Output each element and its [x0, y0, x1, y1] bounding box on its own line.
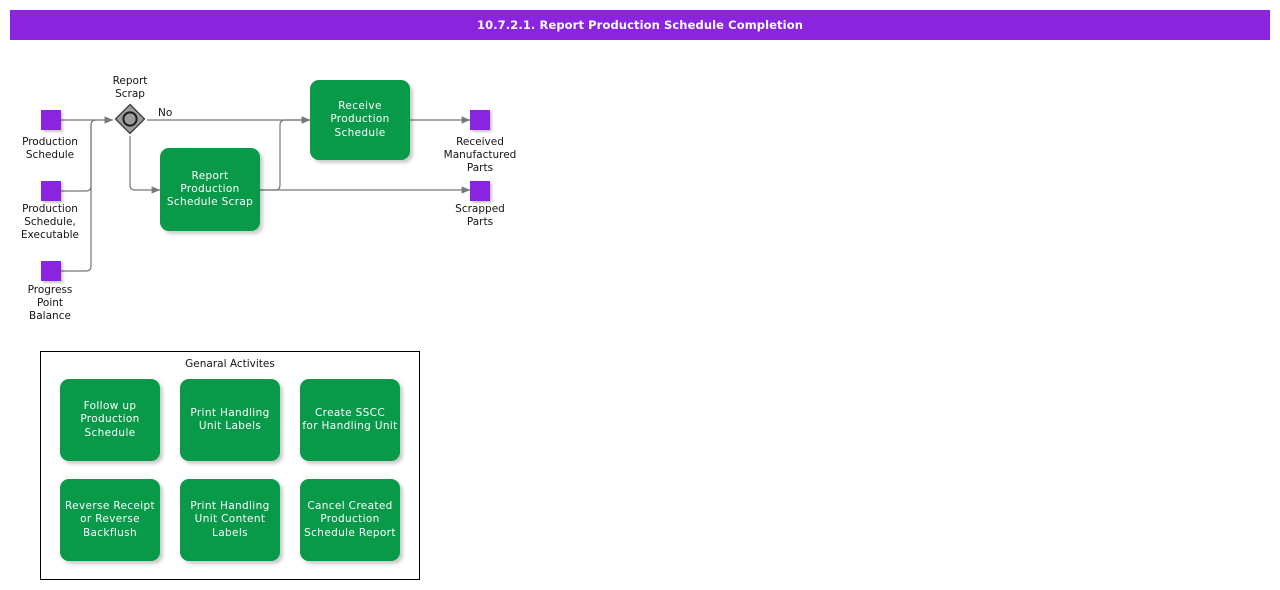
activity-reverse-receipt-or-reverse-backflush[interactable]: Reverse Receipt or Reverse Backflush	[60, 479, 160, 561]
activity-create-sscc-for-handling-unit[interactable]: Create SSCC for Handling Unit	[300, 379, 400, 461]
flow-gateway-to-report-scrap	[129, 136, 161, 194]
task-report-production-schedule-scrap[interactable]: Report Production Schedule Scrap	[160, 148, 260, 231]
data-object-production-schedule-executable[interactable]	[41, 181, 61, 201]
activity-print-handling-unit-content-labels[interactable]: Print Handling Unit Content Labels	[180, 479, 280, 561]
label-report-scrap-gateway: Report Scrap	[112, 75, 148, 101]
report-scrap-gateway[interactable]	[113, 102, 147, 136]
flow-report-scrap-to-receive	[260, 116, 311, 191]
data-object-received-manufactured-parts[interactable]	[470, 110, 490, 130]
label-scrapped-parts: Scrapped Parts	[455, 203, 505, 229]
data-object-progress-point-balance[interactable]	[41, 261, 61, 281]
label-production-schedule-executable: Production Schedule, Executable	[20, 203, 79, 242]
label-progress-point-balance: Progress Point Balance	[27, 284, 73, 323]
data-object-production-schedule[interactable]	[41, 110, 61, 130]
activity-print-handling-unit-labels[interactable]: Print Handling Unit Labels	[180, 379, 280, 461]
gateway-diamond-icon	[114, 103, 146, 135]
data-object-scrapped-parts[interactable]	[470, 181, 490, 201]
label-received-manufactured-parts: Received Manufactured Parts	[443, 136, 517, 175]
activity-cancel-created-production-schedule-report[interactable]: Cancel Created Production Schedule Repor…	[300, 479, 400, 561]
page-title-bar: 10.7.2.1. Report Production Schedule Com…	[10, 10, 1270, 40]
activity-follow-up-production-schedule[interactable]: Follow up Production Schedule	[60, 379, 160, 461]
label-production-schedule: Production Schedule	[22, 136, 78, 162]
flow-label-no: No	[158, 107, 173, 119]
task-receive-production-schedule[interactable]: Receive Production Schedule	[310, 80, 410, 160]
general-activities-title: Genaral Activites	[185, 358, 275, 370]
page-title: 10.7.2.1. Report Production Schedule Com…	[477, 18, 803, 32]
